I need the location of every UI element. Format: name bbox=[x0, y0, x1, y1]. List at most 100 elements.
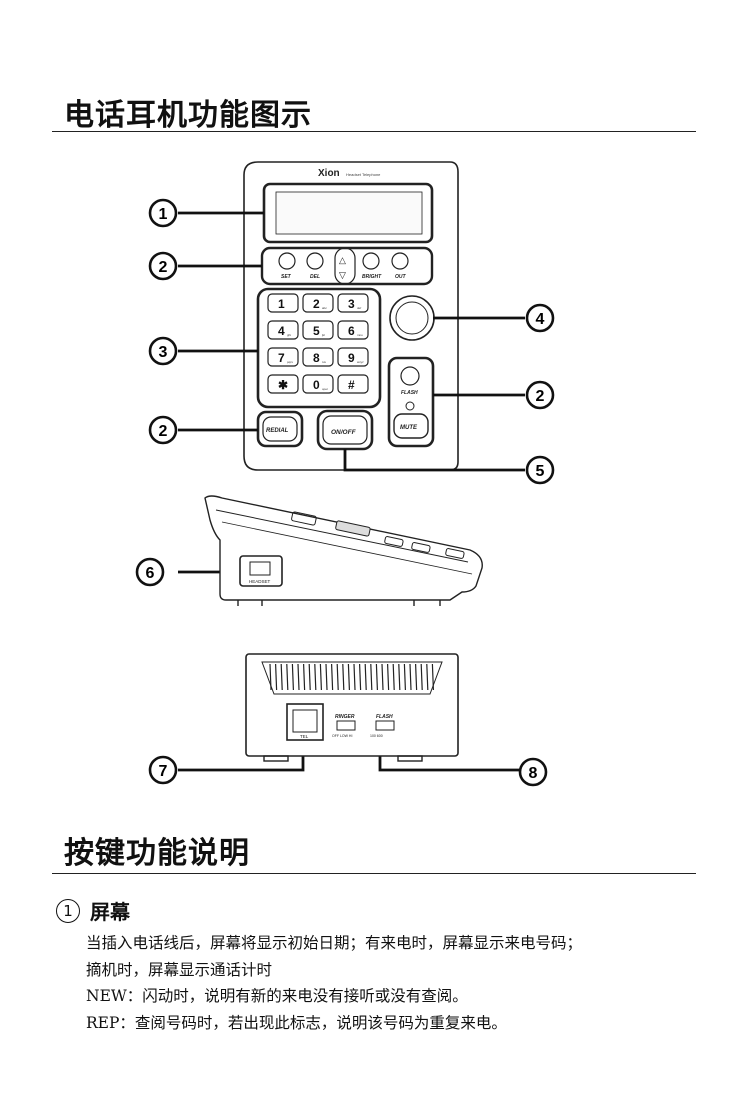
ringer-label: RINGER bbox=[335, 714, 355, 720]
keypad-letters: oper bbox=[322, 387, 328, 391]
headset-label: HEADSET bbox=[249, 579, 271, 584]
svg-text:5: 5 bbox=[536, 463, 545, 480]
flash-label: FLASH bbox=[401, 390, 418, 396]
svg-text:4: 4 bbox=[536, 311, 545, 328]
phone-side-view: HEADSET bbox=[204, 495, 483, 606]
keypad-digit: 9 bbox=[348, 351, 355, 365]
svg-text:8: 8 bbox=[529, 765, 538, 782]
del-button[interactable] bbox=[306, 252, 324, 270]
onoff-label: ON/OFF bbox=[331, 429, 357, 436]
brand-logo: Xion bbox=[318, 168, 340, 179]
keypad-letters: mno bbox=[357, 333, 363, 337]
mute-label: MUTE bbox=[400, 425, 418, 431]
svg-text:3: 3 bbox=[159, 344, 168, 361]
phone-function-diagram: Xion Headset Telephone △ ▽ SET DEL BRIGH… bbox=[135, 161, 555, 787]
keypad-key-7[interactable] bbox=[267, 347, 299, 367]
callout-5: 5 bbox=[525, 455, 555, 485]
description-line: 摘机时，屏幕显示通话计时 bbox=[86, 960, 273, 979]
out-button[interactable] bbox=[391, 252, 409, 270]
item-1-description: 当插入电话线后，屏幕将显示初始日期；有来电时，屏幕显示来电号码； 摘机时，屏幕显… bbox=[86, 930, 696, 1036]
callout-2a: 2 bbox=[148, 251, 178, 281]
callout-2b: 2 bbox=[148, 415, 178, 445]
bright-label: BRIGHT bbox=[362, 274, 382, 280]
item-number-circle: 1 bbox=[56, 898, 80, 923]
scroll-button[interactable] bbox=[334, 247, 356, 285]
svg-text:6: 6 bbox=[146, 565, 155, 582]
callout-1: 1 bbox=[148, 198, 178, 228]
flash-switch-label: FLASH bbox=[376, 714, 393, 720]
callout-4: 4 bbox=[525, 303, 555, 333]
svg-text:2: 2 bbox=[159, 423, 168, 440]
svg-text:2: 2 bbox=[536, 388, 545, 405]
mute-button[interactable] bbox=[393, 413, 429, 439]
svg-text:7: 7 bbox=[159, 763, 168, 780]
callout-7: 7 bbox=[148, 755, 178, 785]
keypad-key-6[interactable] bbox=[337, 320, 369, 340]
svg-text:2: 2 bbox=[159, 259, 168, 276]
keypad-digit: 3 bbox=[348, 297, 355, 311]
keypad-key-4[interactable] bbox=[267, 320, 299, 340]
tel-jack bbox=[286, 703, 324, 741]
keypad-letters: pqrs bbox=[287, 360, 293, 364]
ringer-scale: OFF LOW HI bbox=[332, 734, 352, 738]
section-title-diagram: 电话耳机功能图示 bbox=[64, 98, 312, 133]
keypad-key-10[interactable] bbox=[267, 374, 299, 394]
keypad-digit: 7 bbox=[278, 351, 285, 365]
headset-jack bbox=[239, 555, 283, 587]
flash-switch[interactable] bbox=[375, 720, 395, 731]
keypad-digit: ✱ bbox=[278, 378, 288, 392]
keypad-key-11[interactable] bbox=[302, 374, 334, 394]
item-title: 屏幕 bbox=[90, 900, 130, 924]
keypad-digit: 6 bbox=[348, 324, 355, 338]
set-button[interactable] bbox=[278, 252, 296, 270]
keypad-digit: 5 bbox=[313, 324, 320, 338]
phone-rear-view: TEL RINGER OFF LOW HI FLASH 100 600 bbox=[245, 653, 459, 762]
lcd-screen bbox=[275, 191, 423, 235]
volume-wheel-inner bbox=[395, 301, 429, 335]
keypad-letters: wxyz bbox=[357, 360, 364, 364]
keypad-key-5[interactable] bbox=[302, 320, 334, 340]
tel-label: TEL bbox=[300, 734, 309, 739]
callout-8: 8 bbox=[518, 757, 548, 787]
mute-indicator-led bbox=[405, 401, 415, 411]
keypad-key-8[interactable] bbox=[302, 347, 334, 367]
flash-scale: 100 600 bbox=[370, 734, 383, 738]
keypad-digit: 8 bbox=[313, 351, 320, 365]
onoff-button[interactable] bbox=[322, 415, 368, 445]
keypad-letters: abc bbox=[322, 306, 327, 310]
callout-2c: 2 bbox=[525, 380, 555, 410]
title-divider bbox=[52, 873, 696, 874]
description-line: NEW：闪动时，说明有新的来电没有接听或没有查阅。 bbox=[86, 987, 468, 1005]
redial-button[interactable] bbox=[262, 416, 298, 442]
keypad-key-1[interactable] bbox=[267, 293, 299, 313]
description-line: 当插入电话线后，屏幕将显示初始日期；有来电时，屏幕显示来电号码； bbox=[86, 934, 583, 952]
bright-button[interactable] bbox=[362, 252, 380, 270]
set-label: SET bbox=[281, 274, 292, 280]
phone-front-view: Xion Headset Telephone △ ▽ SET DEL BRIGH… bbox=[243, 161, 459, 471]
keypad-key-9[interactable] bbox=[337, 347, 369, 367]
keypad-digit: 1 bbox=[278, 297, 285, 311]
callout-markers: 1 2 3 2 4 2 5 6 7 8 bbox=[135, 198, 555, 787]
keypad-letters: jkl bbox=[321, 333, 325, 337]
callout-3: 3 bbox=[148, 336, 178, 366]
keypad-digit: # bbox=[348, 378, 355, 392]
out-label: OUT bbox=[395, 274, 407, 280]
del-label: DEL bbox=[310, 274, 320, 280]
keypad-key-2[interactable] bbox=[302, 293, 334, 313]
description-line: REP：查阅号码时，若出现此标志，说明该号码为重复来电。 bbox=[86, 1013, 507, 1032]
keypad-letters: tuv bbox=[322, 360, 327, 364]
keypad-key-12[interactable] bbox=[337, 374, 369, 394]
brand-tag: Headset Telephone bbox=[346, 172, 381, 177]
svg-text:1: 1 bbox=[159, 206, 168, 223]
arrow-down-icon: ▽ bbox=[339, 270, 346, 280]
keypad-frame bbox=[256, 287, 382, 409]
keypad-letters: ghi bbox=[287, 333, 291, 337]
callout-leaders bbox=[178, 211, 525, 772]
flash-mute-frame bbox=[387, 356, 435, 448]
flash-button[interactable] bbox=[400, 366, 420, 386]
keypad-digit: 2 bbox=[313, 297, 320, 311]
callout-6: 6 bbox=[135, 557, 165, 587]
keypad-key-3[interactable] bbox=[337, 293, 369, 313]
ringer-switch[interactable] bbox=[336, 720, 356, 731]
section-title-keys: 按键功能说明 bbox=[64, 836, 250, 871]
